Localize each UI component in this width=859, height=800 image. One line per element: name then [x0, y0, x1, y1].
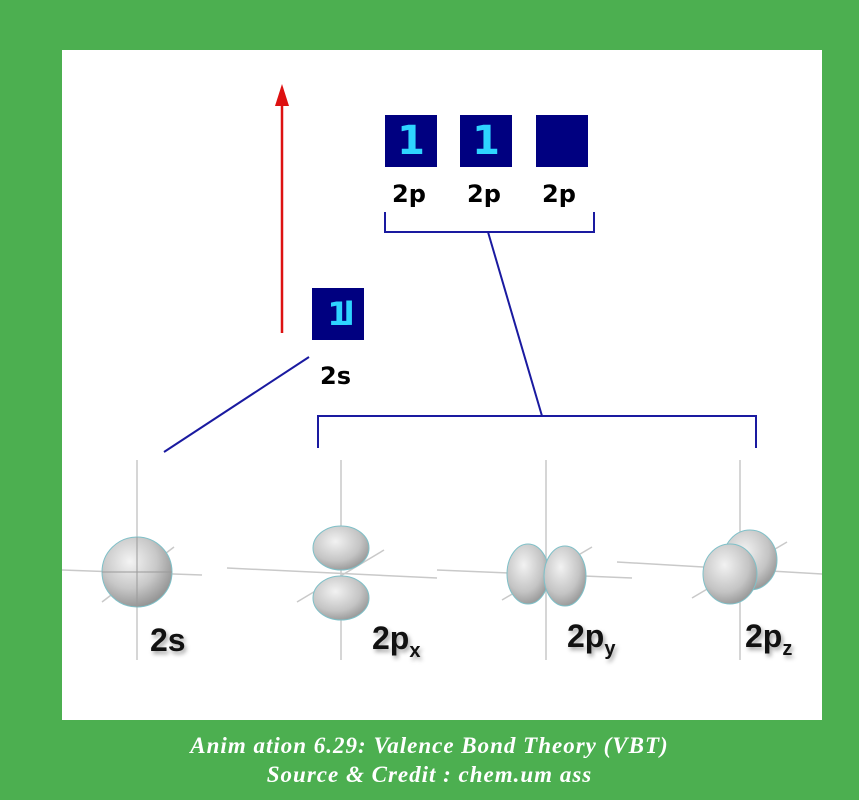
p-box-3 [536, 115, 588, 167]
orbital-label-2py-base: 2p [567, 618, 605, 654]
orbital-bracket [317, 415, 757, 448]
p-connector-line [487, 231, 543, 417]
orbital-label-2pz: 2pz [745, 618, 792, 661]
diagram-graphics [62, 84, 822, 660]
s-label: 2s [320, 362, 351, 390]
p-label-3: 2p [542, 180, 576, 208]
caption-line-1: Anim ation 6.29: Valence Bond Theory (VB… [190, 733, 669, 758]
diagram-panel: 1 1 2p 2p 2p 1l 2s 2s 2px 2py 2pz [62, 50, 822, 720]
orbital-label-2py-sub: y [604, 638, 616, 660]
orbital-label-2s-base: 2s [150, 622, 186, 658]
caption-line-2: Source & Credit : chem.um ass [266, 762, 593, 787]
s-box: 1l [312, 288, 364, 340]
p-box-1: 1 [385, 115, 437, 167]
p-label-1: 2p [392, 180, 426, 208]
orbital-label-2pz-base: 2p [745, 618, 783, 654]
energy-arrow [275, 84, 289, 333]
orbital-label-2py: 2py [567, 618, 615, 661]
orbital-2pz-shape [702, 529, 778, 605]
orbital-label-2s: 2s [150, 622, 186, 665]
p-label-2: 2p [467, 180, 501, 208]
s-connector-line [163, 356, 310, 453]
orbital-label-2px-sub: x [409, 640, 421, 662]
orbital-label-2px: 2px [372, 620, 420, 663]
orbital-2px-shape [312, 525, 370, 621]
orbital-2s-shape [101, 536, 173, 608]
orbital-label-2px-base: 2p [372, 620, 410, 656]
orbital-label-2pz-sub: z [782, 638, 793, 660]
p-bracket [384, 212, 595, 233]
orbital-2py-shape [506, 543, 587, 607]
p-box-2: 1 [460, 115, 512, 167]
